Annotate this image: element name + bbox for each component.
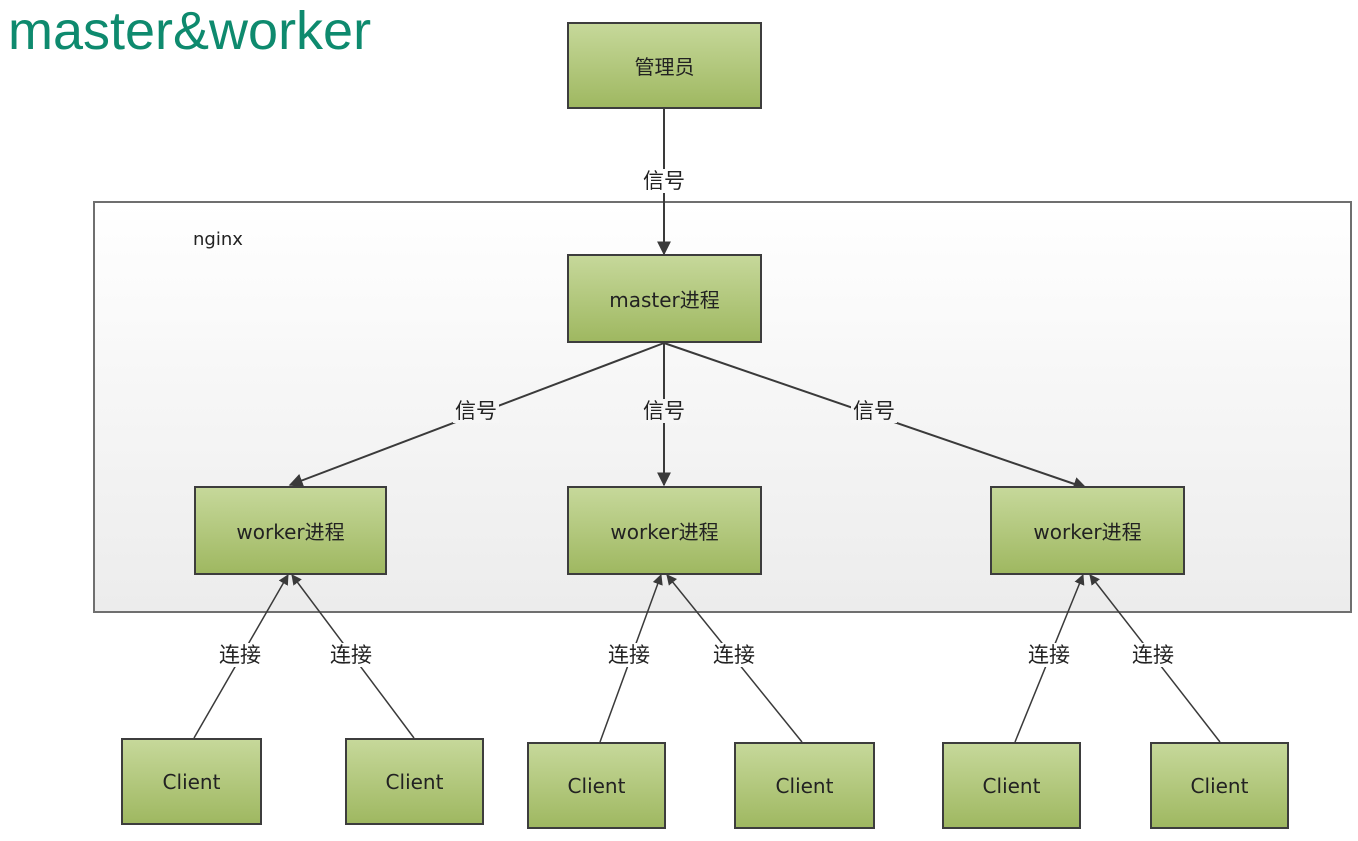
client-node-5: Client (942, 742, 1081, 829)
edge-label-client5-worker3: 连接 (1026, 643, 1072, 667)
edge-label-client4-worker2: 连接 (711, 643, 757, 667)
edge-label-master-worker3: 信号 (851, 399, 897, 423)
edge-label-admin-master: 信号 (641, 169, 687, 193)
edge-label-master-worker1: 信号 (453, 399, 499, 423)
nginx-label: nginx (193, 229, 243, 250)
edge-label-client3-worker2: 连接 (606, 643, 652, 667)
edge-label-client1-worker1: 连接 (217, 643, 263, 667)
edge-label-client2-worker1: 连接 (328, 643, 374, 667)
worker-process-node-2: worker进程 (567, 486, 762, 575)
admin-node: 管理员 (567, 22, 762, 109)
master-process-node: master进程 (567, 254, 762, 343)
client-node-1: Client (121, 738, 262, 825)
client-node-2: Client (345, 738, 484, 825)
edge-label-master-worker2: 信号 (641, 399, 687, 423)
client-node-4: Client (734, 742, 875, 829)
client-node-3: Client (527, 742, 666, 829)
worker-process-node-1: worker进程 (194, 486, 387, 575)
client-node-6: Client (1150, 742, 1289, 829)
worker-process-node-3: worker进程 (990, 486, 1185, 575)
edge-label-client6-worker3: 连接 (1130, 643, 1176, 667)
page-title: master&worker (8, 1, 372, 61)
